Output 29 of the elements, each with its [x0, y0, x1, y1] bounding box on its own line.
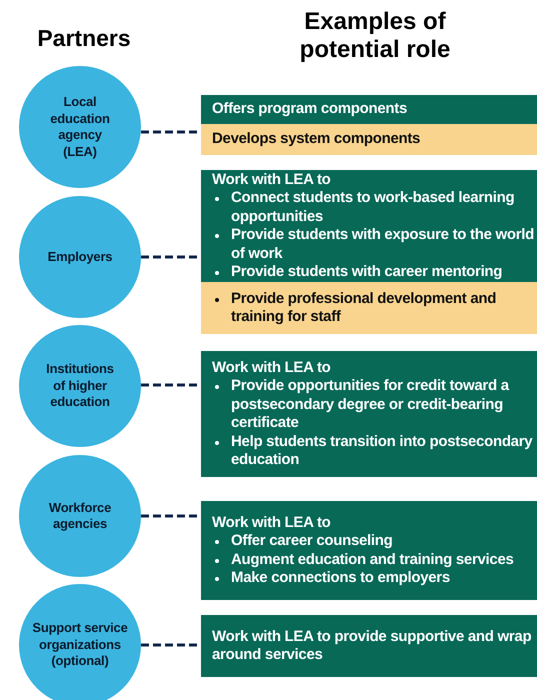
partner-name: Institutions of higher education	[45, 361, 115, 411]
bullet-item: Help students transition into postsecondary education	[212, 432, 537, 470]
partner-name: Local education agency (LEA)	[49, 94, 111, 160]
partner-name: Support service organizations (optional)	[31, 620, 129, 670]
role-text: Work with LEA to	[212, 170, 332, 189]
bullet-item: Provide students with career mentoring	[212, 263, 537, 282]
bullet-item: Provide students with exposure to the world of work	[212, 226, 537, 263]
role-text: Offers program components	[212, 100, 408, 119]
role-band	[201, 501, 537, 600]
role-band	[201, 282, 537, 334]
column-heading: Partners	[36, 24, 132, 52]
bullet-item: Make connections to employers	[212, 569, 537, 588]
bullet-item: Connect students to work-based learning opportunities	[212, 189, 537, 226]
bullet-item: Offer career counseling	[212, 532, 537, 550]
role-band	[201, 95, 537, 124]
role-text: Work with LEA to	[212, 358, 332, 377]
role-band	[201, 351, 537, 477]
role-band	[201, 170, 537, 282]
partner-name: Workforce agencies	[48, 500, 112, 532]
bullet-item: Provide opportunities for credit toward a postsecondary degree or credit-bearing certificate	[212, 377, 537, 432]
column-heading: Examples of potential role	[298, 8, 452, 64]
role-text: Work with LEA to	[212, 514, 332, 532]
bullet-item: Provide professional development and training for staff	[212, 290, 537, 326]
role-text: Work with LEA to provide supportive and wrap around services	[212, 628, 532, 664]
bullet-item: Augment education and training services	[212, 550, 537, 569]
partner-name: Employers	[46, 248, 114, 266]
role-band	[201, 615, 537, 677]
role-band	[201, 124, 537, 155]
role-text: Develops system components	[212, 130, 422, 149]
